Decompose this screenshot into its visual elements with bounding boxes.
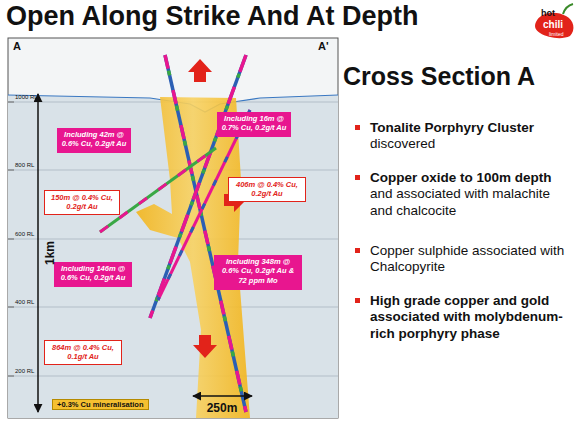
logo-mark (535, 4, 573, 38)
logo-text: limited (549, 31, 563, 37)
bullet-text: High grade copper and gold associated wi… (370, 293, 563, 341)
bullet-text: discovered (370, 136, 435, 151)
bullet-point: Copper sulphide associated with Chalcopy… (370, 243, 570, 276)
rl-label: 800 RL (15, 162, 34, 168)
drill-holes (100, 55, 250, 412)
callout-text: Including 42m @ 0.6% Cu, 0.2g/t Au (60, 130, 128, 149)
legend-item: +0.3% Cu mineralisation (52, 399, 149, 410)
width-dimension (193, 395, 252, 397)
callout-text: 864m @ 0.4% Cu, 0.1g/t Au (48, 343, 118, 362)
section-end-label: A' (318, 40, 329, 52)
rl-label: 200 RL (15, 368, 34, 374)
bullet-text: Copper sulphide associated with Chalcopy… (370, 243, 564, 274)
bullet-text: and associated with malachite and chalco… (370, 186, 550, 217)
rl-label: 1000 RL (15, 94, 38, 100)
rl-label: 600 RL (15, 231, 34, 237)
bullet-text: Tonalite Porphyry Cluster (370, 120, 534, 135)
slide-title: Open Along Strike And At Depth (6, 1, 419, 32)
callout-text: 150m @ 0.4% Cu, 0.2g/t Au (48, 193, 116, 212)
logo-text: hot (541, 8, 555, 18)
dimension-label: 250m (207, 401, 238, 415)
dimension-label: 1km (43, 241, 57, 265)
callout-text: Including 348m @ 0.6% Cu, 0.2g/t Au & 72… (217, 257, 299, 285)
depth-dimension (37, 94, 39, 412)
logo-text: chili (543, 19, 563, 30)
extension-arrows (188, 59, 246, 358)
section-panel (8, 38, 338, 418)
intercept-callout: Including 348m @ 0.6% Cu, 0.2g/t Au & 72… (214, 255, 302, 290)
bullet-text: Copper oxide to 100m depth (370, 170, 552, 185)
bullet-point: High grade copper and gold associated wi… (370, 293, 570, 342)
rl-label: 400 RL (15, 299, 34, 305)
section-end-label: A (13, 40, 21, 52)
rl-ticks (8, 102, 14, 376)
bullet-point: Tonalite Porphyry Cluster discovered (370, 120, 570, 153)
callout-text: Including 16m @ 0.7% Cu, 0.2g/t Au (220, 114, 288, 133)
intercept-callout: Including 16m @ 0.7% Cu, 0.2g/t Au (217, 112, 291, 137)
hole-callout: 150m @ 0.4% Cu, 0.2g/t Au (44, 190, 120, 215)
bullet-point: Copper oxide to 100m depth and associate… (370, 170, 570, 219)
intercept-callout: Including 146m @ 0.6% Cu, 0.2g/t Au (54, 262, 132, 287)
hole-callout: 406m @ 0.4% Cu, 0.2g/t Au (228, 177, 306, 202)
hole-callout: 864m @ 0.4% Cu, 0.1g/t Au (44, 340, 122, 365)
intercept-callout: Including 42m @ 0.6% Cu, 0.2g/t Au (57, 128, 131, 153)
callout-text: 406m @ 0.4% Cu, 0.2g/t Au (232, 180, 302, 199)
section-heading: Cross Section A (343, 62, 535, 91)
callout-text: Including 146m @ 0.6% Cu, 0.2g/t Au (57, 264, 129, 283)
legend-text: +0.3% Cu mineralisation (52, 399, 149, 410)
